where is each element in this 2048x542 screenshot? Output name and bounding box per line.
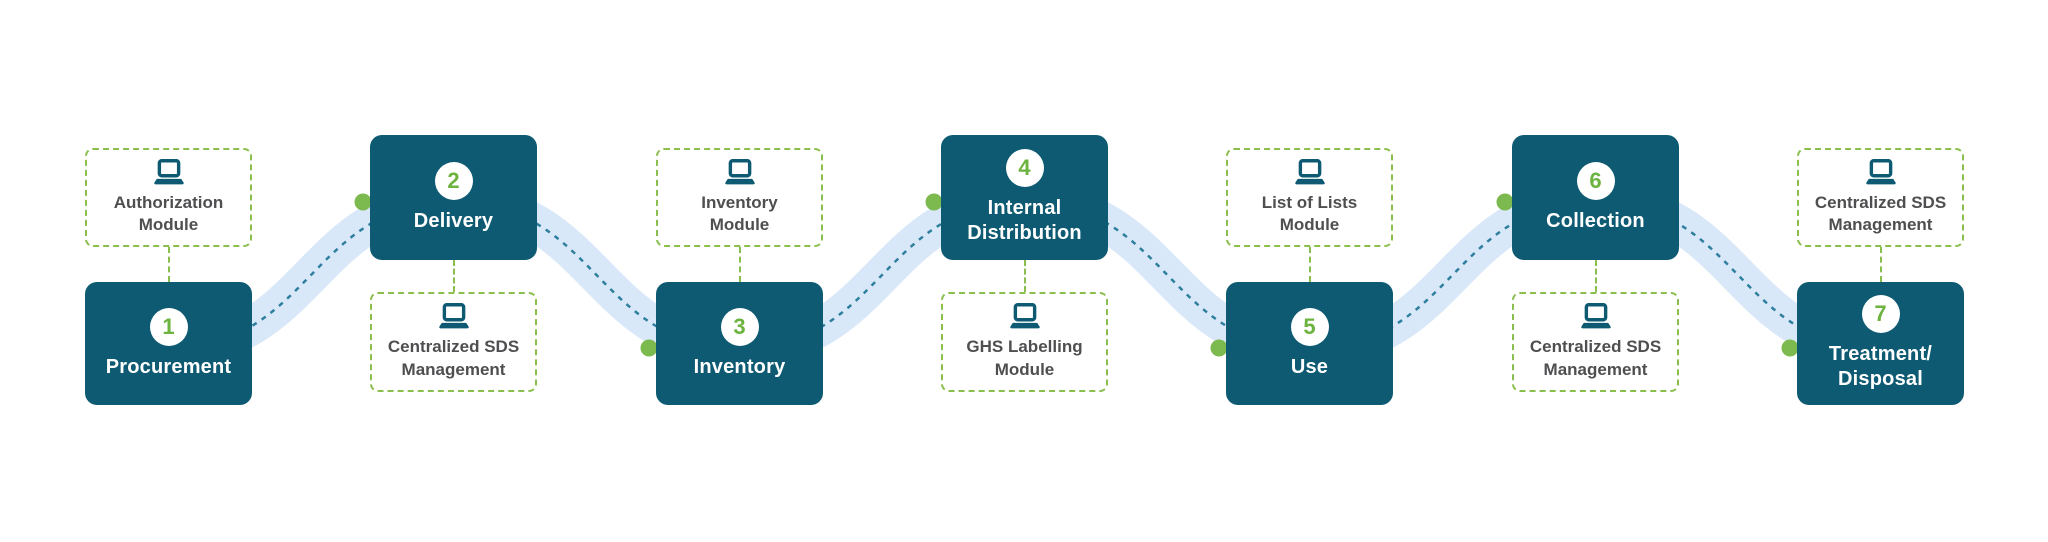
module-box-ghs-labelling: GHS Labelling Module [941,292,1108,392]
module-label: Inventory Module [701,192,778,234]
module-label: Authorization Module [113,192,224,234]
module-box-centralized-sds-3: Centralized SDS Management [1797,148,1964,247]
module-connector [1024,260,1026,292]
module-box-authorization: Authorization Module [85,148,252,247]
laptop-icon [1864,158,1898,186]
step-number-badge: 6 [1576,161,1615,200]
module-label: List of Lists Module [1261,192,1358,234]
step-label: Treatment/ Disposal [1828,343,1933,390]
module-box-inventory: Inventory Module [656,148,823,247]
step-box-treatment-disposal: 7 Treatment/ Disposal [1797,282,1964,405]
step-box-inventory: 3 Inventory [656,282,823,405]
module-connector [1880,247,1882,282]
step-number-badge: 5 [1290,307,1329,346]
laptop-icon [1008,303,1042,330]
step-number: 5 [1303,313,1316,339]
module-label: Centralized SDS Management [1814,192,1947,234]
step-number: 6 [1589,167,1602,193]
module-label: Centralized SDS Management [387,337,520,379]
step-box-internal-distribution: 4 Internal Distribution [941,135,1108,260]
step-number: 3 [733,313,746,339]
step-label: Collection [1546,209,1645,232]
step-label: Procurement [105,355,232,378]
module-box-centralized-sds-1: Centralized SDS Management [370,292,537,392]
step-number: 7 [1874,301,1887,326]
laptop-icon [437,303,471,330]
step-number-badge: 1 [149,307,188,346]
module-label: GHS Labelling Module [966,337,1083,379]
flow-dot [1781,339,1799,357]
step-box-procurement: 1 Procurement [85,282,252,405]
step-number: 4 [1018,155,1031,180]
step-label: Delivery [413,209,494,232]
step-label: Internal Distribution [967,197,1082,244]
module-box-list-of-lists: List of Lists Module [1226,148,1393,247]
step-label: Inventory [693,355,786,378]
laptop-icon [1293,158,1327,186]
step-number: 1 [162,313,175,339]
step-number-badge: 4 [1005,149,1044,187]
module-connector [1595,260,1597,292]
flow-dot [1496,193,1514,211]
module-connector [739,247,741,282]
module-connector [168,247,170,282]
step-number-badge: 3 [720,307,759,346]
flow-dot [1210,339,1228,357]
laptop-icon [723,158,757,186]
flow-dot [354,193,372,211]
module-connector [453,260,455,292]
flow-dot [640,339,658,357]
module-label: Centralized SDS Management [1529,337,1662,379]
step-box-collection: 6 Collection [1512,135,1679,260]
flow-dot [925,193,943,211]
laptop-icon [1579,303,1613,330]
step-box-delivery: 2 Delivery [370,135,537,260]
laptop-icon [152,158,186,186]
step-label: Use [1290,355,1329,378]
module-connector [1309,247,1311,282]
step-number: 2 [447,167,460,193]
step-number-badge: 7 [1861,295,1900,333]
step-box-use: 5 Use [1226,282,1393,405]
step-number-badge: 2 [434,161,473,200]
module-box-centralized-sds-2: Centralized SDS Management [1512,292,1679,392]
